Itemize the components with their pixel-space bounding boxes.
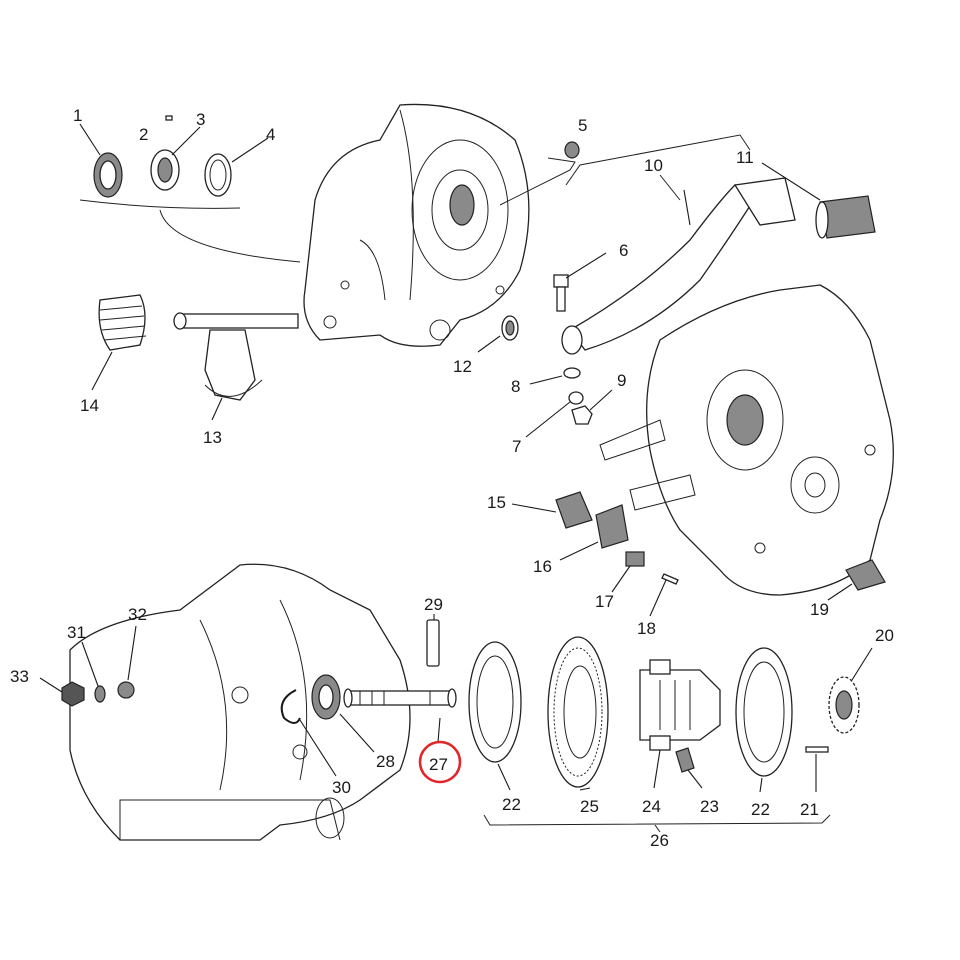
part-18-pin: [661, 573, 679, 585]
callout-17: 17: [595, 592, 614, 611]
part-25-ring-gear: [547, 636, 609, 788]
part-10-bracket-tick: [659, 174, 681, 201]
callout-15: 15: [487, 493, 506, 512]
callout-14: 14: [80, 396, 99, 415]
callout-3: 3: [196, 110, 205, 129]
part-21-pin: [805, 746, 829, 753]
part-30-circlip: [280, 689, 301, 724]
callout-20: 20: [875, 626, 894, 645]
part-8-washer: [563, 367, 581, 379]
callout-16: 16: [533, 557, 552, 576]
callout-21: 21: [800, 800, 819, 819]
part-4-seal: [204, 153, 232, 197]
callout-4: 4: [266, 125, 275, 144]
callout-11: 11: [736, 148, 754, 167]
part-3-bearing: [150, 149, 180, 191]
callout-27: 27: [429, 755, 448, 774]
clutch-cover-housing: [303, 103, 530, 347]
part-17-block: [625, 551, 645, 567]
part-28-bearing: [311, 674, 341, 720]
callout-5: 5: [578, 116, 587, 135]
part-24-diff-cage: [639, 659, 721, 751]
part-22-gasket-left: [468, 641, 522, 763]
group-26-bracket-tick: [654, 824, 661, 833]
callout-22-left: 22: [502, 795, 521, 814]
part-2-pin: [165, 115, 173, 121]
part-6-bolt: [553, 274, 569, 312]
part-1-ring: [93, 152, 123, 198]
leader-lines: [39, 123, 873, 793]
callout-8: 8: [511, 377, 520, 396]
callout-12: 12: [453, 357, 472, 376]
parts-1-4-bracket-line: [79, 199, 241, 209]
callout-1: 1: [73, 106, 82, 125]
gearbox-housing: [69, 563, 411, 841]
callout-2: 2: [139, 125, 148, 144]
right-crankcase: [599, 284, 894, 596]
part-9-nut: [571, 405, 593, 425]
part-10-bracket: [565, 134, 751, 186]
callout-26: 26: [650, 831, 669, 850]
part-22-gasket-right: [735, 647, 793, 777]
part-10-kick-lever: [561, 177, 796, 355]
part-13-kick-shaft: [173, 312, 299, 401]
callout-32: 32: [128, 605, 147, 624]
callout-22-right: 22: [751, 800, 770, 819]
callout-6: 6: [619, 241, 628, 260]
part-12-seal: [501, 315, 519, 341]
part-7-washer: [568, 391, 584, 405]
part-23-spring: [675, 747, 695, 773]
part-15-shoe: [555, 491, 593, 529]
callout-18: 18: [637, 619, 656, 638]
callout-30: 30: [332, 778, 351, 797]
callout-24: 24: [642, 797, 661, 816]
part-20-sprocket: [828, 676, 860, 734]
part-11-kick-rubber: [815, 195, 876, 239]
part-5-plug: [564, 141, 580, 159]
part-27-shaft: [343, 688, 457, 708]
part-16-shoe: [595, 504, 629, 549]
part-32-lockwasher: [117, 681, 135, 699]
group-26-bracket: [483, 814, 831, 826]
callout-9: 9: [617, 371, 626, 390]
callout-23: 23: [700, 797, 719, 816]
callout-25: 25: [580, 797, 599, 816]
part-31-washer: [94, 685, 106, 703]
highlight-circle-27: [418, 740, 462, 784]
callout-33: 33: [10, 667, 29, 686]
callout-31: 31: [67, 623, 86, 642]
callout-10: 10: [644, 156, 663, 175]
callout-13: 13: [203, 428, 222, 447]
callout-28: 28: [376, 752, 395, 771]
part-14-spring: [98, 294, 147, 351]
parts-1-4-leader: [159, 209, 301, 263]
callout-29: 29: [424, 595, 443, 614]
callout-7: 7: [512, 437, 521, 456]
callout-19: 19: [810, 600, 829, 619]
part-19-pad: [845, 559, 886, 591]
callout-labels: 1 2 3 4 5 6 7 8 9 10 11 12 13 14 15 16 1…: [10, 106, 894, 850]
part-5-leader: [499, 157, 576, 206]
part-29-pin: [426, 619, 440, 667]
part-33-nut: [61, 681, 85, 707]
